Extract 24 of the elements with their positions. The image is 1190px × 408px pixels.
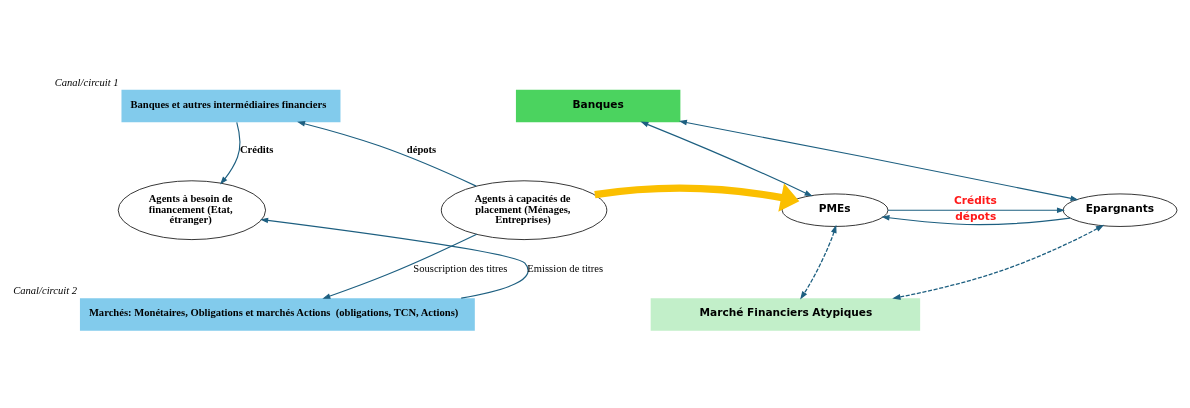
arrow bbox=[297, 120, 477, 187]
arrow bbox=[678, 119, 1079, 201]
arrow bbox=[260, 217, 529, 299]
edge-label: Crédits bbox=[954, 193, 997, 206]
node-box: Banques et autres intermédiaires financiers bbox=[121, 89, 341, 122]
node-box: Marché Financiers Atypiques bbox=[650, 297, 921, 331]
edge-label: dépots bbox=[406, 143, 437, 155]
arrow bbox=[640, 121, 813, 196]
edge-label: Emission de titres bbox=[527, 262, 604, 274]
arrow bbox=[887, 206, 1065, 213]
arrow bbox=[881, 214, 1071, 225]
edge-label: Souscription des titres bbox=[413, 262, 508, 274]
arrow bbox=[800, 224, 837, 300]
arrow bbox=[322, 233, 478, 299]
arrow bbox=[594, 182, 800, 212]
node-label: Canal/circuit 1 bbox=[54, 76, 119, 88]
arrow bbox=[220, 121, 241, 184]
edge-label: Crédits bbox=[239, 143, 274, 155]
node-box: Banques bbox=[515, 89, 681, 122]
node-label: Canal/circuit 2 bbox=[13, 284, 78, 296]
node-ellipse: Agents à capacités de placement (Ménages, Entreprises) bbox=[440, 179, 608, 240]
edge-label: dépots bbox=[955, 209, 997, 222]
arrow bbox=[892, 224, 1105, 300]
node-box: Marchés: Monétaires, Obligations et marchés Actions (obligations, TCN, Actions) bbox=[79, 297, 475, 331]
